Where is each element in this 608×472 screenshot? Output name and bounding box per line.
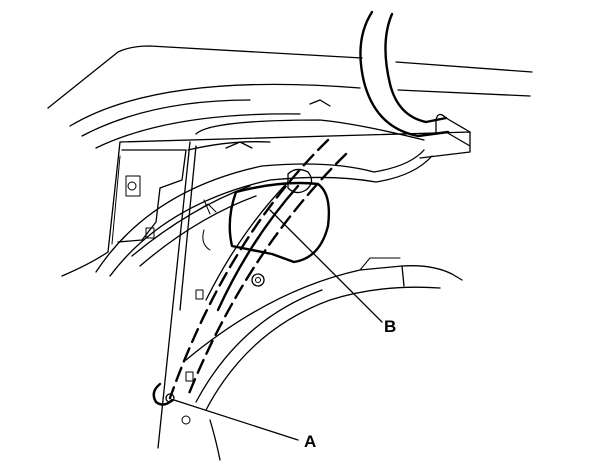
- callout-a-leader: [173, 399, 299, 441]
- upper-hose-loop: [359, 10, 471, 147]
- callout-a-label: A: [304, 432, 316, 451]
- callout-b-leader: [269, 209, 383, 323]
- inner-panel: [61, 99, 471, 277]
- wheelhouse: [185, 257, 463, 461]
- airbag-module: [168, 138, 348, 400]
- roof-outline: [47, 45, 533, 149]
- pillar-edges: [157, 141, 197, 449]
- callout-b-label: B: [384, 317, 396, 336]
- clip-a: [152, 382, 175, 406]
- access-opening: [202, 168, 331, 264]
- fastener-details: [181, 273, 265, 425]
